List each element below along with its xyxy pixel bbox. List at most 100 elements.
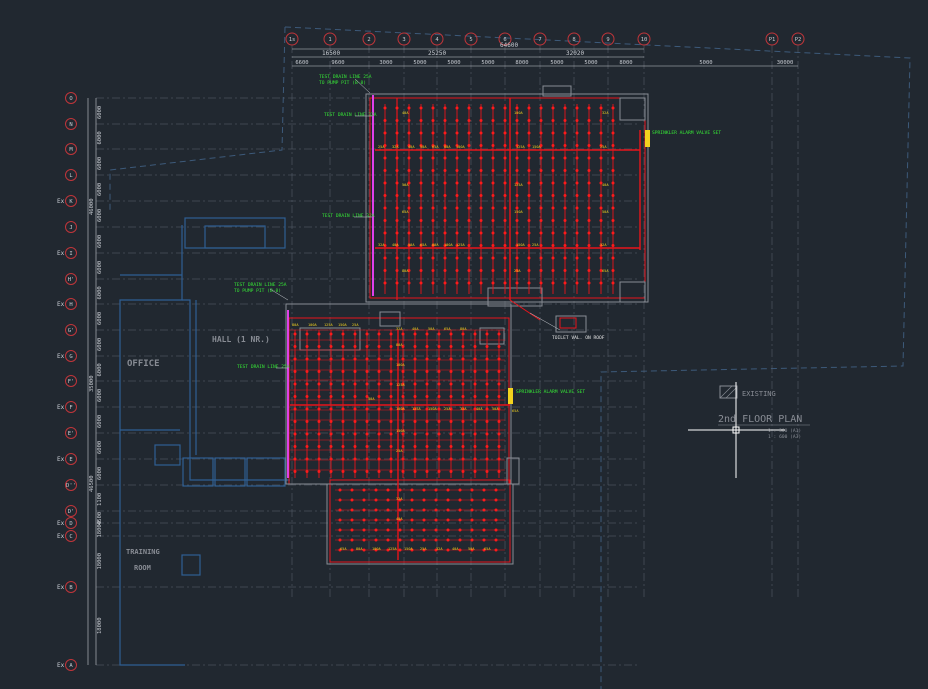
crosshair-cursor[interactable] <box>688 382 785 478</box>
sprinkler-head <box>305 470 309 473</box>
sprinkler-head <box>401 432 405 436</box>
sprinkler-head <box>467 219 471 222</box>
sprinkler-head <box>293 457 297 461</box>
pipe-size-label: 25A <box>444 407 451 411</box>
sprinkler-head <box>458 498 462 502</box>
sprinkler-head <box>395 106 399 110</box>
sprinkler-head <box>365 370 369 373</box>
sprinkler-head <box>341 345 345 348</box>
sprinkler-head <box>458 508 462 512</box>
sprinkler-head <box>362 488 366 492</box>
sprinkler-head <box>494 498 498 502</box>
sprinkler-head <box>383 206 387 210</box>
dim-left-bay-12: 6000 <box>97 415 103 428</box>
sprinkler-head <box>455 231 459 235</box>
legend-hatch-swatch <box>719 385 738 399</box>
sprinkler-head <box>395 281 399 285</box>
sprinkler-head <box>374 508 378 512</box>
legend-scale: 1 : 300 (A1) <box>768 428 801 434</box>
sprinkler-head <box>383 156 387 160</box>
dim-sub-top-3: 32020 <box>566 50 584 57</box>
sprinkler-head <box>575 256 579 260</box>
pipe-size-label: 50A <box>428 327 435 331</box>
grid-bubble-label: 2 <box>367 37 370 43</box>
sprinkler-head <box>503 181 507 185</box>
dim-bay-4: 5000 <box>447 60 460 66</box>
sprinkler-head <box>485 432 489 436</box>
note-test-drain-4-2: TO PUMP PIT (B-8) <box>234 288 281 294</box>
sprinkler-head <box>503 194 507 197</box>
grid-bubble-row-N: N <box>65 118 77 130</box>
grid-bubble-prefix: Ex <box>57 456 65 463</box>
sprinkler-head <box>455 256 459 260</box>
sprinkler-head <box>389 357 393 361</box>
sprinkler-head <box>437 445 441 448</box>
grid-bubble-label: N <box>69 122 72 128</box>
pipe-size-label: 25A <box>378 145 385 149</box>
sprinkler-head <box>395 194 399 197</box>
dim-bay-1: 9600 <box>331 60 344 66</box>
sprinkler-head <box>389 345 393 348</box>
sprinkler-head <box>467 169 471 172</box>
sprinkler-head <box>539 144 543 147</box>
sprinkler-head <box>425 457 429 461</box>
sprinkler-head <box>497 445 501 448</box>
pipe-size-label: 25A <box>600 145 607 149</box>
sprinkler-head <box>479 231 483 235</box>
sprinkler-head <box>551 194 555 197</box>
sprinkler-head <box>467 256 471 260</box>
grid-bubble-label: E' <box>68 431 75 437</box>
grid-bubble-label: 3 <box>402 37 405 43</box>
pipe-size-label: 125A <box>324 323 333 327</box>
grid-bubble-col-1s: 1s <box>285 32 299 46</box>
sprinkler-head <box>455 194 459 197</box>
sprinkler-head <box>587 169 591 172</box>
sprinkler-head <box>479 281 483 285</box>
sprinkler-head <box>383 231 387 235</box>
grid-bubble-circle <box>65 453 77 465</box>
sprinkler-head <box>494 528 498 532</box>
sprinkler-head <box>455 169 459 172</box>
dim-bay-11: 30000 <box>777 60 794 66</box>
sprinkler-head <box>437 382 441 386</box>
grid-bubble-label: P2 <box>795 37 802 43</box>
sprinkler-head <box>353 332 357 336</box>
sprinkler-head <box>329 345 333 348</box>
sprinkler-head <box>407 244 411 247</box>
pipe-size-label: 50A <box>602 210 609 214</box>
sprinkler-head <box>329 395 333 398</box>
pipe-size-label: 125A <box>396 383 405 387</box>
sprinkler-head <box>305 432 309 436</box>
sprinkler-head <box>527 156 531 160</box>
sprinkler-head <box>413 445 417 448</box>
pipe-size-label: 80A <box>432 243 439 247</box>
sprinkler-head <box>515 231 519 235</box>
sprinkler-head <box>425 370 429 373</box>
sprinkler-head <box>551 119 555 122</box>
sprinkler-head <box>317 345 321 348</box>
sprinkler-head <box>293 357 297 361</box>
sprinkler-head <box>383 219 387 222</box>
dim-bay-10: 5000 <box>699 60 712 66</box>
grid-bubble-row-B: BEx <box>57 581 77 593</box>
link-pipe <box>509 299 541 321</box>
sprinkler-head <box>374 548 378 552</box>
grid-bubble-circle <box>65 530 77 542</box>
sprinkler-head <box>611 169 615 172</box>
sprinkler-head <box>407 106 411 110</box>
sprinkler-head <box>473 457 477 461</box>
grid-bubble-circle <box>601 32 615 46</box>
sprinkler-head <box>485 395 489 398</box>
sprinkler-head <box>383 281 387 285</box>
grid-bubble-circle <box>65 221 77 233</box>
sprinkler-head <box>374 528 378 532</box>
grid-bubble-label: D' <box>68 509 75 515</box>
sprinkler-head <box>527 281 531 285</box>
pipe-size-label: 40A <box>408 145 415 149</box>
sprinkler-head <box>449 457 453 461</box>
dim-left-bay-16: 4500 <box>97 512 103 525</box>
sprinkler-head <box>437 420 441 423</box>
sprinkler-head <box>491 106 495 110</box>
sprinkler-head <box>293 332 297 336</box>
